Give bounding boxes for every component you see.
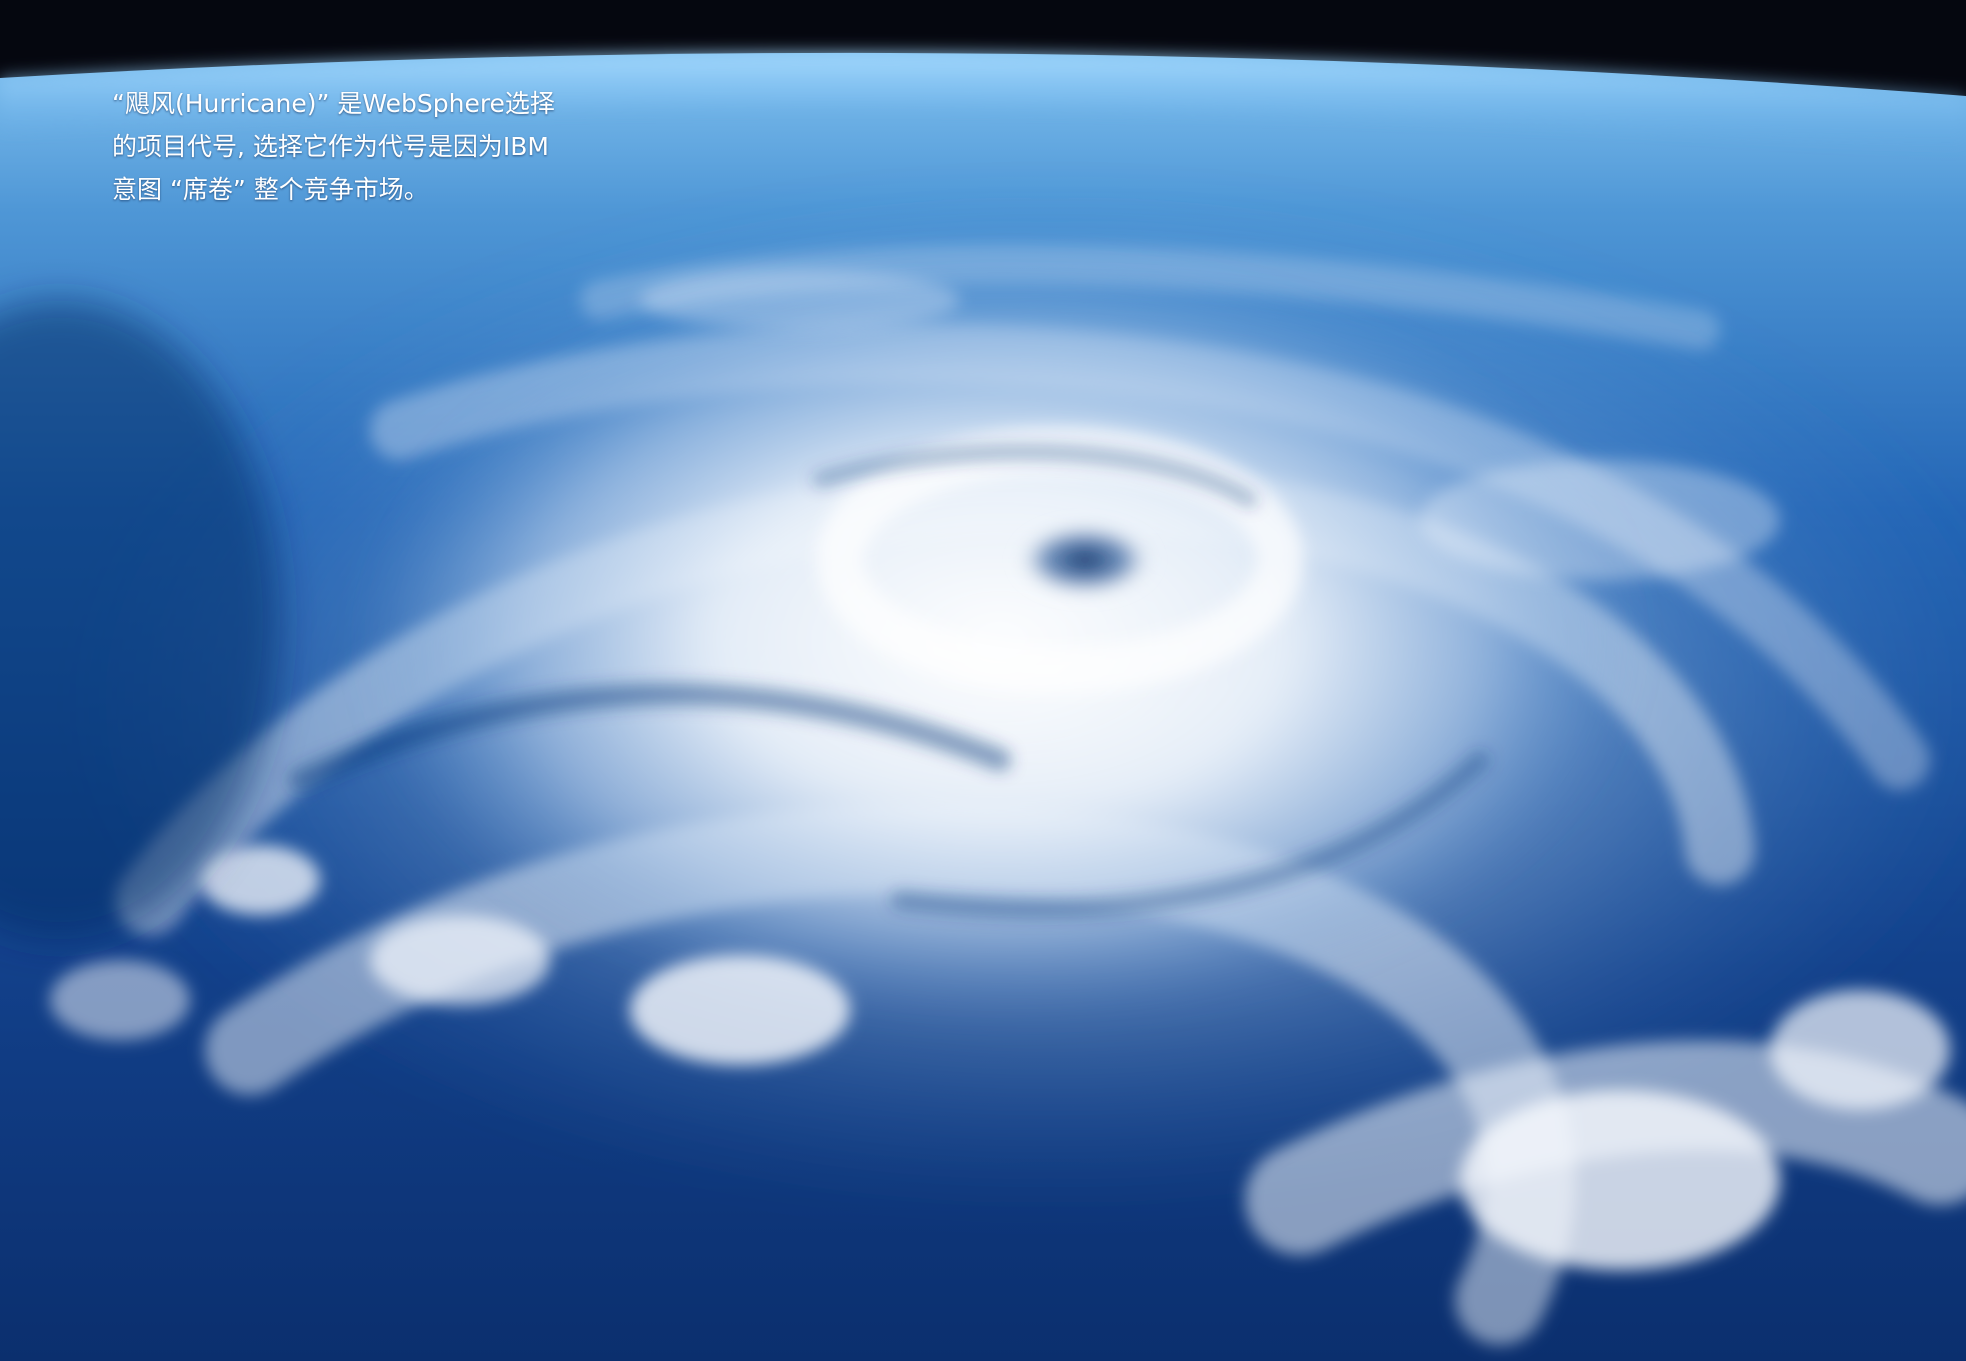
cloud-clusters bbox=[50, 270, 1950, 1270]
caption-line-3: 意图 “席卷” 整个竞争市场。 bbox=[112, 175, 429, 204]
atmosphere-limb bbox=[0, 52, 1966, 150]
deep-ocean-shadow bbox=[0, 300, 280, 940]
caption-text: “飓风(Hurricane)” 是WebSphere选择 的项目代号, 选择它作… bbox=[112, 82, 555, 211]
storm-central-mass bbox=[360, 260, 1640, 1020]
band-shadows bbox=[289, 445, 1489, 918]
storm-eye bbox=[1015, 522, 1155, 598]
caption-line-2: 的项目代号, 选择它作为代号是因为IBM bbox=[112, 132, 549, 161]
caption-line-1: “飓风(Hurricane)” 是WebSphere选择 bbox=[112, 89, 555, 118]
